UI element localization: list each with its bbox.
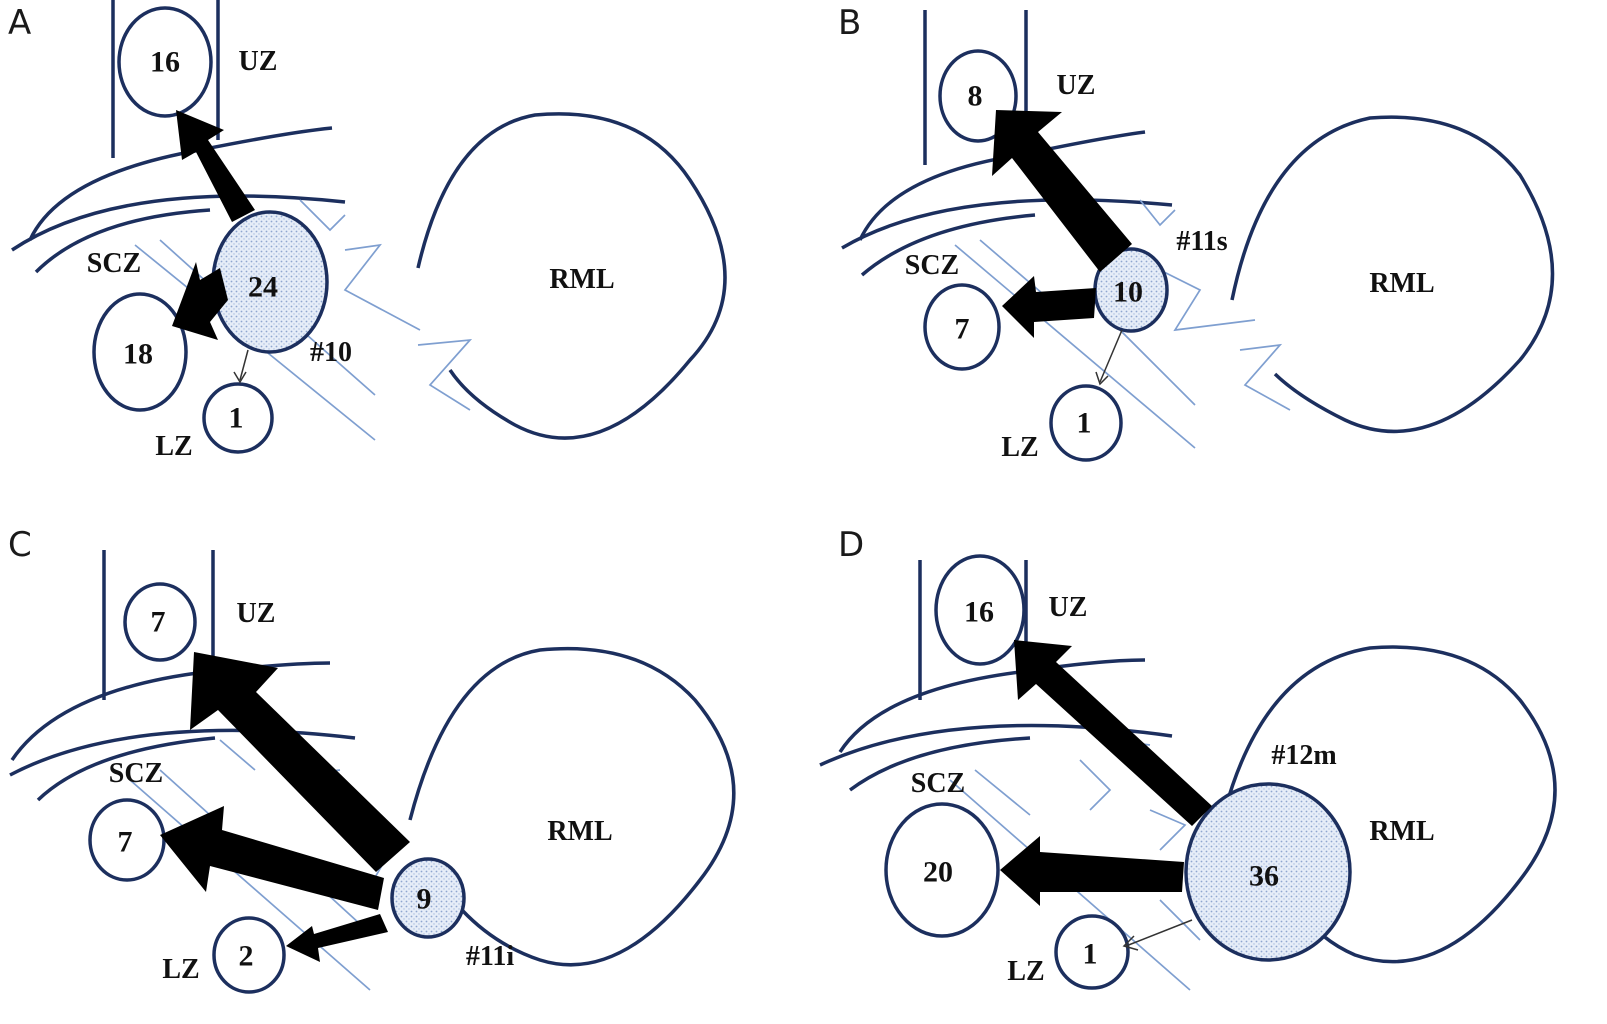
panel-c: C 7 UZ 9 #11i 7 SCZ 2 LZ RML — [8, 525, 736, 994]
node-uz-count: 8 — [968, 80, 983, 113]
arrow-to-scz — [1002, 276, 1096, 338]
station-label: #10 — [310, 337, 352, 368]
panel-letter: A — [8, 3, 31, 43]
panel-b: B 8 UZ 10 #11s 7 SCZ 1 LZ RML — [838, 3, 1555, 463]
node-lz-count: 1 — [229, 402, 244, 435]
scz-label: SCZ — [109, 758, 163, 789]
node-scz-count: 20 — [923, 856, 953, 889]
lz-label: LZ — [1007, 956, 1044, 987]
arrow-to-uz — [190, 652, 410, 872]
node-uz — [123, 582, 197, 662]
node-lz — [1049, 384, 1123, 462]
arrow-to-lz — [1099, 329, 1123, 383]
lung-label: RML — [547, 816, 612, 847]
node-station-count: 24 — [248, 271, 278, 304]
bronchus-upper-wall — [838, 658, 1146, 753]
lung-label: RML — [549, 264, 614, 295]
node-lz-count: 2 — [239, 940, 254, 973]
vessel-lines — [111, 0, 220, 158]
station-label: #11i — [466, 941, 514, 972]
node-uz-count: 7 — [151, 606, 166, 639]
node-scz — [884, 802, 1000, 938]
panel-letter: C — [8, 525, 32, 565]
uz-label: UZ — [239, 46, 278, 77]
node-station-count: 9 — [417, 883, 432, 916]
panel-a: A 16 UZ 24 #10 18 SCZ 1 LZ RML — [8, 0, 727, 462]
node-uz — [117, 6, 213, 118]
node-station-count: 10 — [1113, 276, 1143, 309]
node-lz-count: 1 — [1077, 407, 1092, 440]
arrow-to-scz — [172, 262, 228, 340]
station-label: #11s — [1176, 226, 1227, 257]
station-label: #12m — [1271, 740, 1336, 771]
arrow-to-lz — [1125, 919, 1193, 947]
lz-label: LZ — [1001, 432, 1038, 463]
scz-label: SCZ — [87, 248, 141, 279]
node-uz-count: 16 — [964, 596, 994, 629]
thin-vessels — [954, 199, 1291, 449]
bronchus-lower-wall — [34, 208, 211, 274]
lung-lobe — [416, 112, 727, 440]
uz-label: UZ — [1049, 592, 1088, 623]
node-scz-count: 7 — [955, 313, 970, 346]
panel-letter: B — [838, 3, 861, 43]
node-scz-count: 7 — [118, 826, 133, 859]
node-scz — [923, 283, 1001, 371]
lung-lobe — [408, 646, 736, 967]
lung-label: RML — [1369, 268, 1434, 299]
bronchus-lower-wall — [36, 736, 216, 802]
node-scz — [92, 292, 188, 412]
arrow-to-scz — [160, 806, 384, 910]
scz-label: SCZ — [911, 768, 965, 799]
lung-lobe — [1230, 115, 1555, 434]
arrow-to-lz — [286, 914, 388, 962]
node-lz — [202, 382, 274, 454]
lung-label: RML — [1369, 816, 1434, 847]
arrow-to-uz — [176, 110, 255, 222]
node-uz-count: 16 — [150, 46, 180, 79]
node-lz — [212, 916, 286, 994]
node-station — [390, 857, 466, 939]
node-scz — [88, 798, 166, 882]
lung-lobe — [1223, 645, 1557, 964]
scz-label: SCZ — [905, 250, 959, 281]
lz-label: LZ — [162, 954, 199, 985]
uz-label: UZ — [1057, 70, 1096, 101]
arrow-to-scz — [1000, 836, 1184, 906]
bronchus-lower-wall — [848, 736, 1031, 792]
panel-d: D 16 UZ 36 #12m 20 SCZ 1 LZ RML — [819, 525, 1557, 991]
bronchus-outer-wall — [11, 194, 346, 252]
bronchus-outer-wall — [841, 198, 1173, 250]
uz-label: UZ — [237, 598, 276, 629]
node-uz — [934, 554, 1026, 666]
arrow-to-lz — [239, 349, 249, 381]
panel-letter: D — [838, 525, 864, 565]
node-lz-count: 1 — [1083, 938, 1098, 971]
node-station-count: 36 — [1249, 860, 1279, 893]
bronchus-lower-wall — [860, 213, 1036, 277]
lz-label: LZ — [155, 431, 192, 462]
node-lz — [1054, 914, 1130, 990]
vessel-lines — [102, 550, 215, 700]
node-scz-count: 18 — [123, 338, 153, 371]
node-station — [1184, 782, 1352, 962]
arrow-to-uz — [1014, 640, 1212, 826]
arrow-to-uz — [992, 110, 1132, 272]
